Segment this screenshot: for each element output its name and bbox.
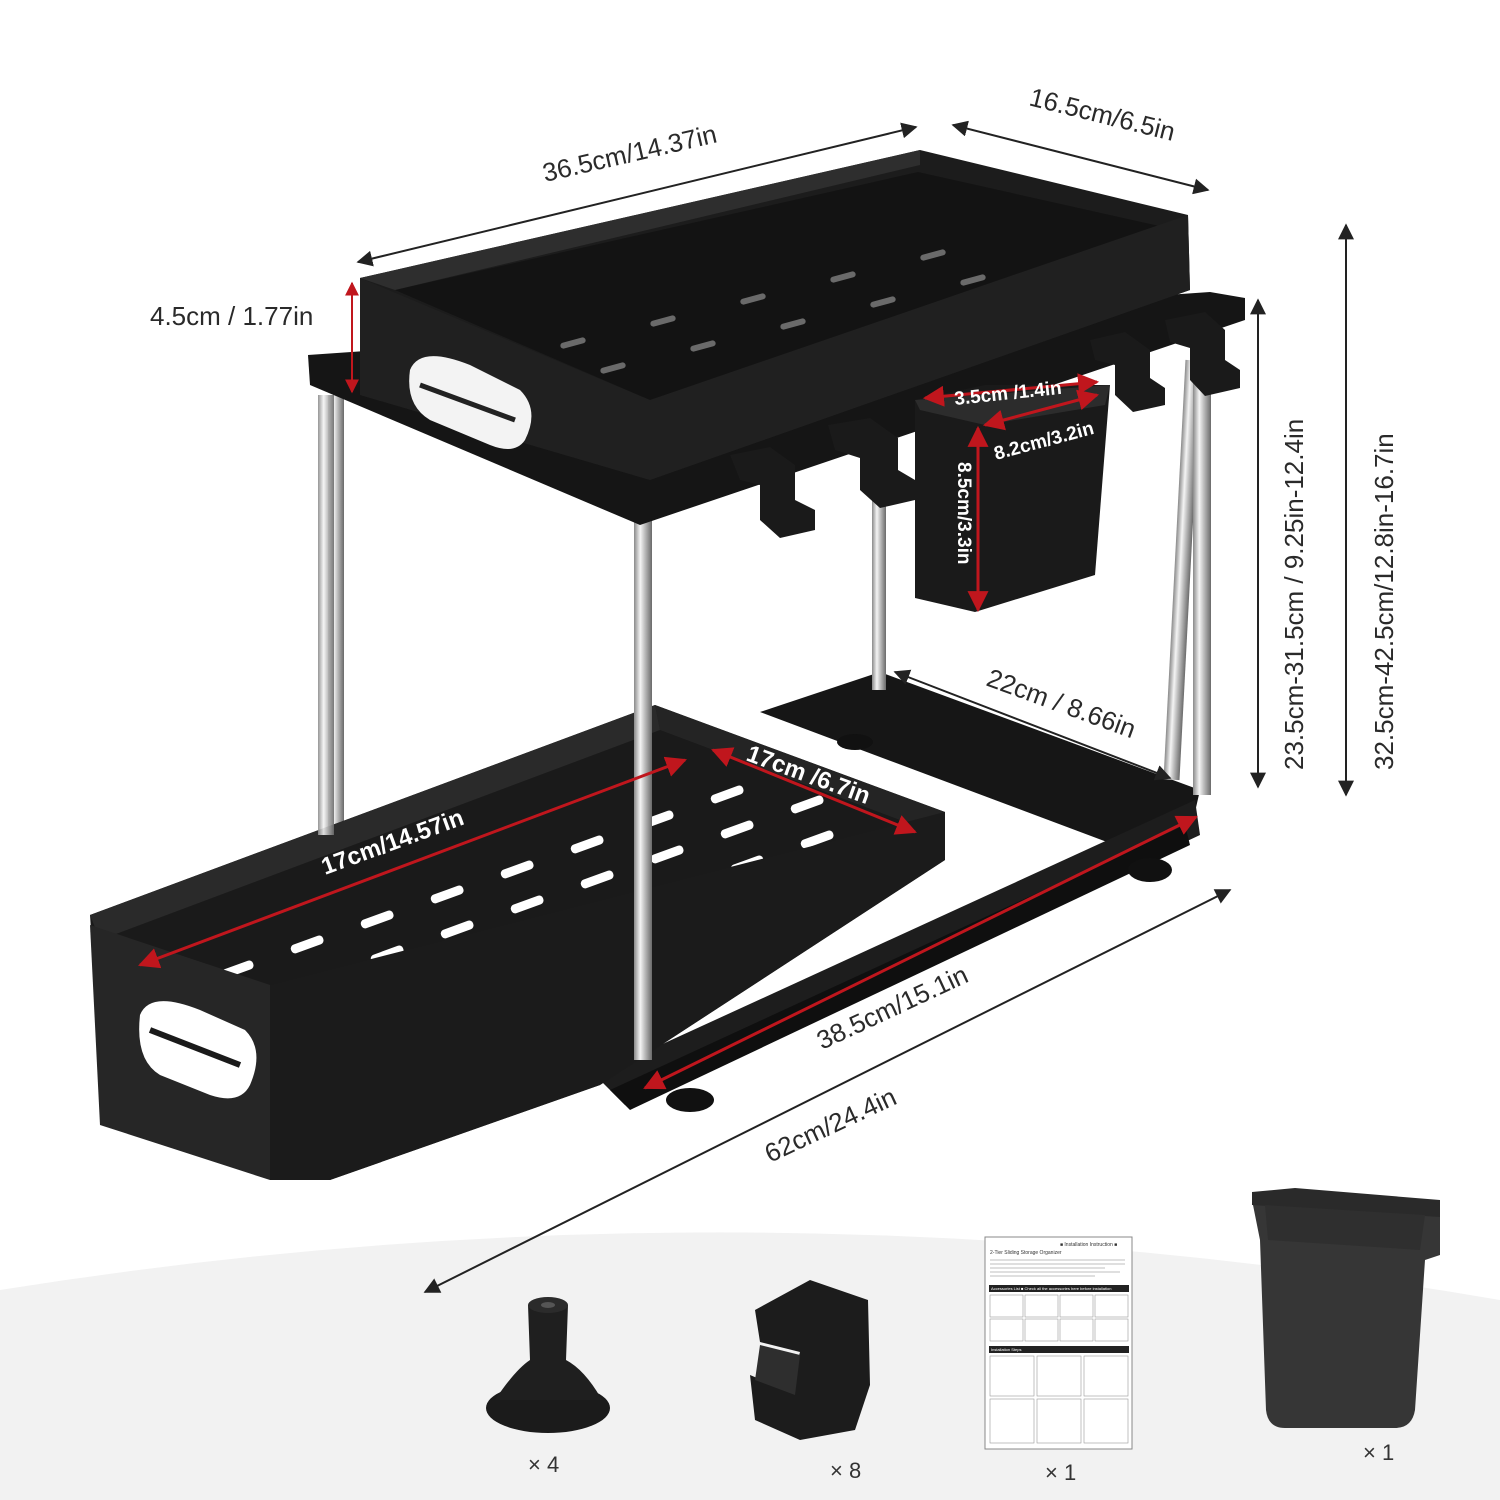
label-top-length: 36.5cm/14.37in <box>540 119 720 188</box>
qty-instruction-sheet: × 1 <box>1045 1460 1076 1485</box>
label-extended-length: 62cm/24.4in <box>760 1081 901 1168</box>
qty-hook: × 8 <box>830 1458 861 1483</box>
qty-suction-foot: × 4 <box>528 1452 559 1477</box>
label-tray-height: 4.5cm / 1.77in <box>150 301 313 331</box>
accessory-hanging-cup <box>1252 1188 1440 1428</box>
accessory-suction-foot <box>486 1297 610 1433</box>
label-top-depth: 16.5cm/6.5in <box>1027 82 1179 147</box>
sheet-heading: 2-Tier Sliding Storage Organizer <box>990 1250 1062 1256</box>
accessory-instruction-sheet: ■ Installation Instruction ■ 2-Tier Slid… <box>984 1236 1133 1450</box>
red-dimension-lines <box>138 373 1198 1090</box>
sheet-header-right: ■ Installation Instruction ■ <box>1060 1242 1117 1248</box>
rack-hooks <box>730 312 1240 538</box>
label-cup-height: 8.5cm/3.3in <box>953 462 974 564</box>
qty-hanging-cup: × 1 <box>1363 1440 1394 1465</box>
hanging-cup-on-rack <box>915 385 1110 612</box>
label-tier-gap: 23.5cm-31.5cm / 9.25in-12.4in <box>1279 419 1309 770</box>
sheet-section-accessories: Accessories List ■ Check all the accesso… <box>991 1286 1111 1291</box>
sheet-section-steps: Installation Steps <box>991 1347 1021 1352</box>
label-total-height: 32.5cm-42.5cm/12.8in-16.7in <box>1369 433 1399 770</box>
accessory-hook <box>750 1280 870 1440</box>
